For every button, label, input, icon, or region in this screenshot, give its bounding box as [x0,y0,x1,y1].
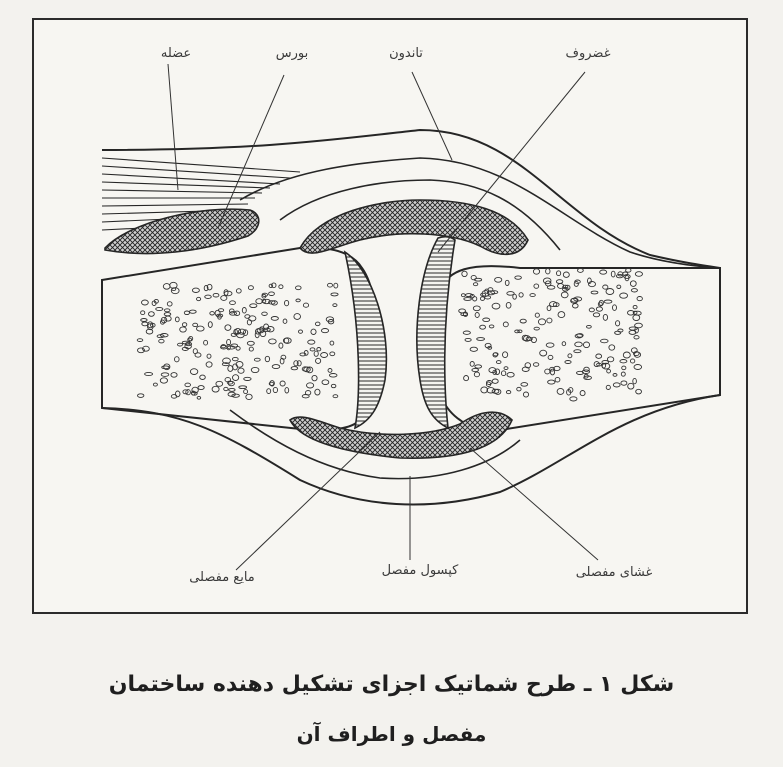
synovial-membrane-top [300,200,528,254]
bursa-leader [218,75,284,228]
label-synovial-membrane: غشای مفصلی [576,565,653,580]
tendon-leader [412,72,452,160]
label-bursa: بورس [276,46,308,61]
synovial-membrane-leader [470,448,598,560]
right-bone [430,266,720,430]
label-joint-capsule: کپسول مفصل [382,563,459,578]
label-synovial-fluid: مایع مفصلی [189,570,255,585]
label-muscle: عضله [161,46,191,61]
bursa [105,209,259,253]
muscle-leader [168,64,178,190]
synovial-fluid-leader [236,432,380,570]
figure-caption-line1: شکل ۱ ـ طرح شماتیک اجزای تشکیل دهنده ساخ… [0,672,783,697]
left-bone [102,248,377,430]
label-tendon: تاندون [389,46,423,61]
figure-caption-line2: مفصل و اطراف آن [0,722,783,746]
label-cartilage: غضروف [566,46,611,61]
